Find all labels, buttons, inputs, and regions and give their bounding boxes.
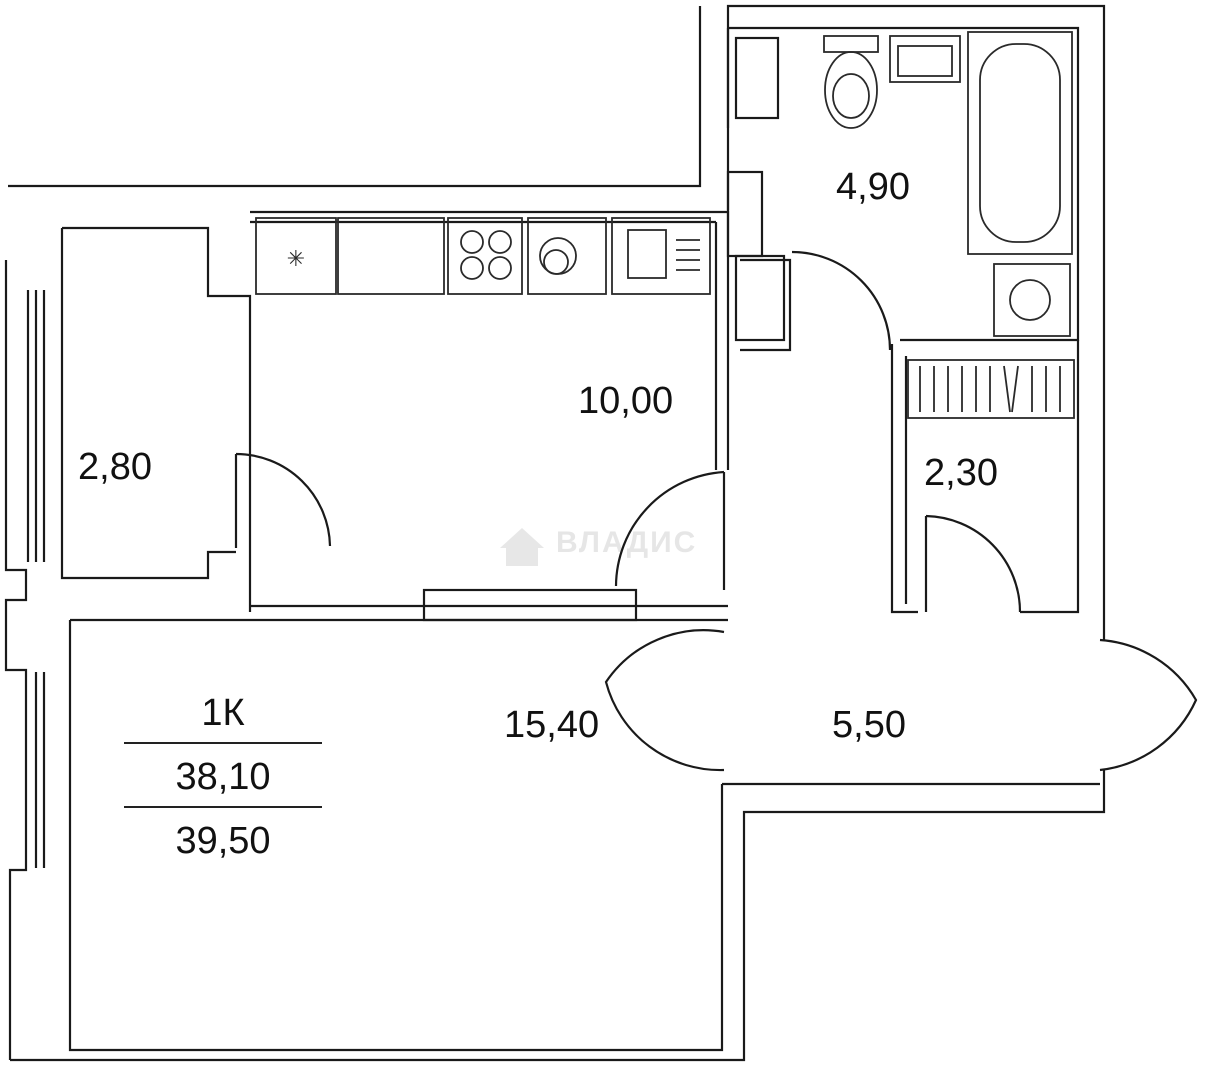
stove: [447, 217, 523, 295]
loggia-wall: [62, 226, 252, 612]
summary-divider: [124, 742, 322, 744]
dishwasher: [527, 217, 607, 295]
bathtub: [967, 31, 1073, 255]
door-bathroom: [791, 250, 892, 351]
toilet-bowl: [824, 51, 878, 129]
room-area-living-room: 15,40: [504, 704, 600, 746]
wall-panel: [726, 170, 764, 258]
washing-machine: [993, 263, 1071, 337]
cabinet-lower: [734, 254, 786, 342]
room-area-hallway: 5,50: [832, 704, 906, 746]
storage-wall: [890, 344, 918, 614]
bathroom-inner-wall: [728, 26, 1080, 342]
watermark: ВЛАДИС: [556, 526, 697, 560]
storage-shelf: [907, 359, 1075, 419]
room-area-kitchen: 10,00: [578, 380, 674, 422]
watermark-house-icon: [500, 528, 544, 566]
room-area-loggia: 2,80: [78, 446, 152, 488]
fridge-snowflake-icon: ✳: [287, 247, 305, 272]
door-living: [604, 629, 725, 772]
kitchen-wall: [250, 210, 730, 470]
loggia-outer: [4, 260, 28, 1060]
loggia-inner: [60, 228, 236, 580]
door-entrance: [1099, 638, 1198, 772]
storage-door-frame: [1020, 340, 1080, 614]
apartment-summary: 1К 38,10 39,50: [124, 686, 322, 868]
room-area-bathroom: 4,90: [836, 166, 910, 208]
cabinet-upper: [734, 36, 780, 120]
fridge: [255, 217, 337, 295]
door-storage: [925, 514, 1022, 613]
door-kitchen: [614, 470, 725, 587]
door-loggia: [235, 452, 332, 547]
room-area-storage: 2,30: [924, 452, 998, 494]
washbasin: [889, 35, 961, 83]
living-area: 38,10: [175, 756, 271, 798]
toilet-tank: [823, 35, 879, 53]
total-area: 39,50: [175, 820, 271, 862]
rooms-count: 1К: [201, 692, 245, 734]
adjacent-wall-outline: [8, 6, 702, 188]
summary-divider: [124, 806, 322, 808]
shelf-hangers: [919, 365, 1061, 413]
counter: [337, 217, 445, 295]
sink: [611, 217, 711, 295]
living-room-outer: [10, 770, 1106, 1062]
living-room-wall: [68, 620, 724, 1052]
bath-lower-wall: [740, 258, 792, 352]
divider-beam: [422, 588, 638, 622]
watermark-text: ВЛАДИС: [556, 526, 698, 559]
